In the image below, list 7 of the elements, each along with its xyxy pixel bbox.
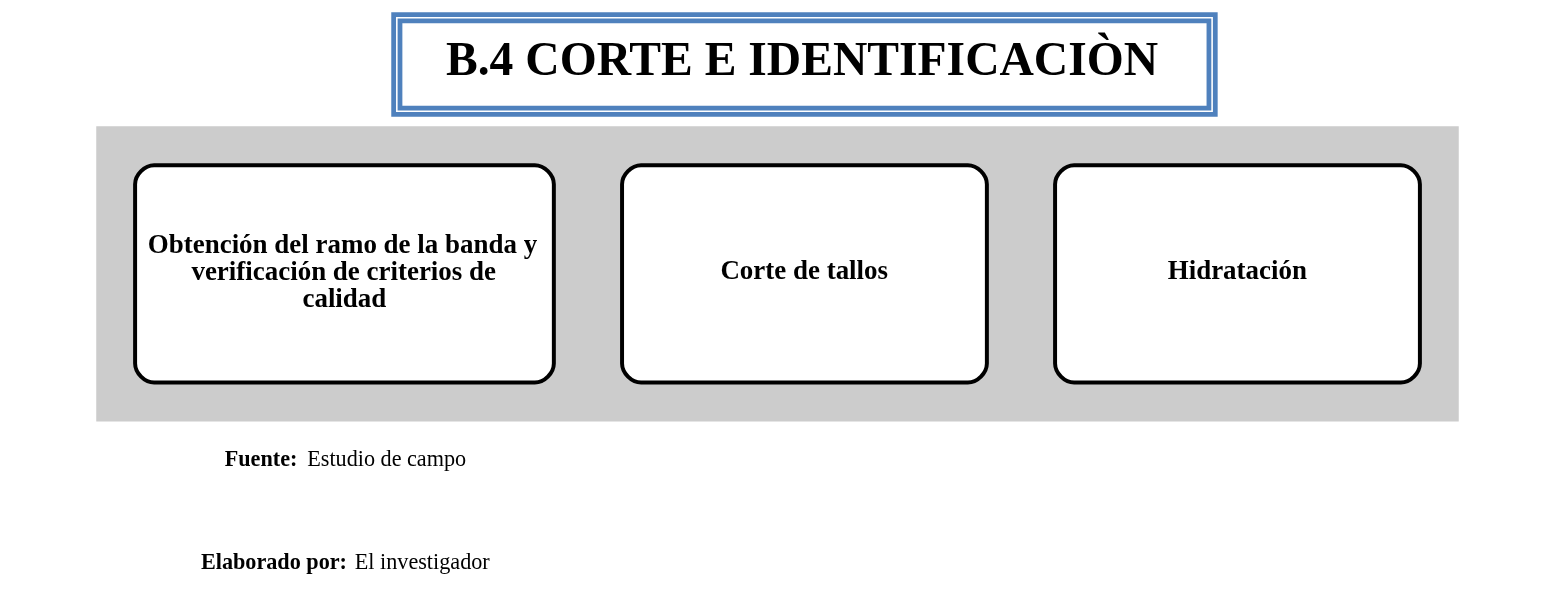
label: Fuente: Estudio de campo: [224, 446, 466, 472]
node-box: Corte de tallos: [619, 163, 989, 385]
cluster: [95, 126, 1459, 422]
node-box: Obtención del ramo de la banda y verificación de criterios de calidad: [132, 163, 556, 385]
label: Elaborado por: El investigador: [200, 549, 490, 575]
node-box: B.4 CORTE E IDENTIFICACIÒN: [390, 12, 1218, 117]
node-box: Hidratación: [1052, 163, 1422, 385]
